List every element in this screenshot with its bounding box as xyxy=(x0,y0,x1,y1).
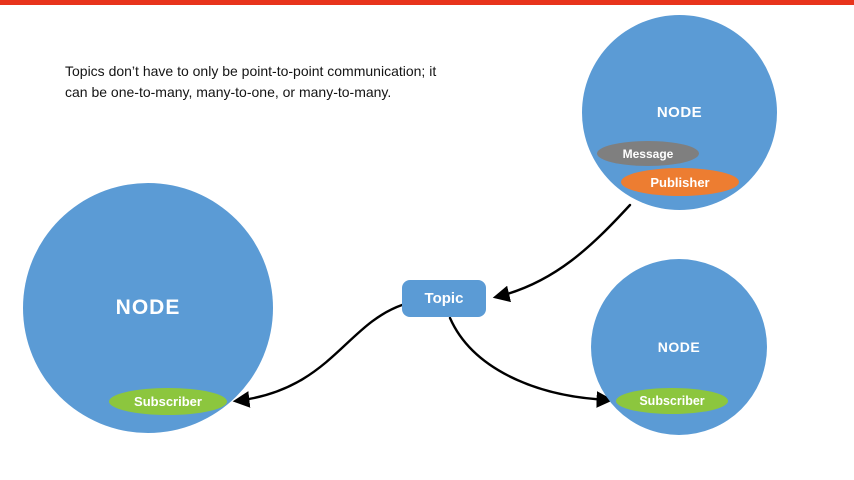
node-left-label: NODE xyxy=(115,296,181,319)
node-bottom-right-label: NODE xyxy=(657,339,701,355)
topic-label: Topic xyxy=(424,290,464,307)
message-badge-label: Message xyxy=(622,146,674,161)
subscriber-badge-bottom-right: Subscriber xyxy=(616,388,728,414)
topic-box: Topic xyxy=(402,280,486,317)
arrow-topic-to-bottomright-subscriber xyxy=(448,316,614,408)
arrow-publisher-to-topic xyxy=(492,203,632,303)
subscriber-badge-left: Subscriber xyxy=(109,388,227,415)
publisher-badge-label: Publisher xyxy=(650,174,710,190)
node-top-right-label: NODE xyxy=(656,104,703,121)
publisher-badge: Publisher xyxy=(621,168,739,196)
subscriber-badge-bottom-right-label: Subscriber xyxy=(639,394,705,408)
message-badge: Message xyxy=(597,141,699,166)
caption-text: Topics don’t have to only be point-to-po… xyxy=(65,63,437,100)
top-red-bar xyxy=(0,0,854,5)
subscriber-badge-left-label: Subscriber xyxy=(134,394,202,409)
